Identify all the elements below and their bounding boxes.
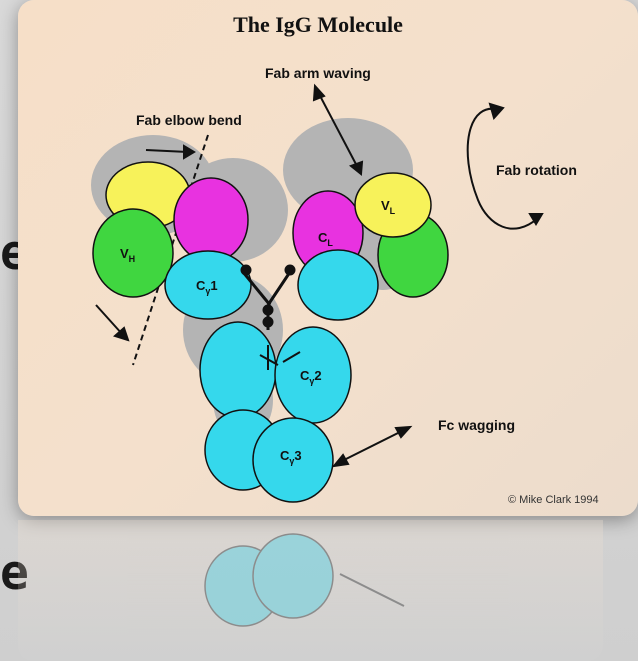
label-fab-rotation: Fab rotation (496, 162, 577, 178)
domain-cg1-left (165, 251, 251, 319)
card-reflection (18, 520, 603, 661)
copyright-credit: © Mike Clark 1994 (508, 494, 599, 506)
label-fc-wagging: Fc wagging (438, 417, 515, 433)
domain-cg1-right (298, 250, 378, 320)
reflection-graphic (18, 520, 603, 661)
fc-wagging-arrow (334, 427, 410, 466)
label-fab-arm-waving: Fab arm waving (265, 65, 371, 81)
domain-vl-right (355, 173, 431, 237)
domain-cg2-right (275, 327, 351, 423)
domain-cl-left (174, 178, 248, 262)
diagram-title: The IgG Molecule (233, 12, 403, 37)
domain-vh (93, 209, 173, 297)
igg-diagram: The IgG Molecule Fab arm waving Fab elbo… (18, 0, 638, 516)
domain-cg2-left (200, 322, 276, 418)
label-fab-elbow-bend: Fab elbow bend (136, 112, 242, 128)
igg-diagram-card: The IgG Molecule Fab arm waving Fab elbo… (18, 0, 638, 516)
